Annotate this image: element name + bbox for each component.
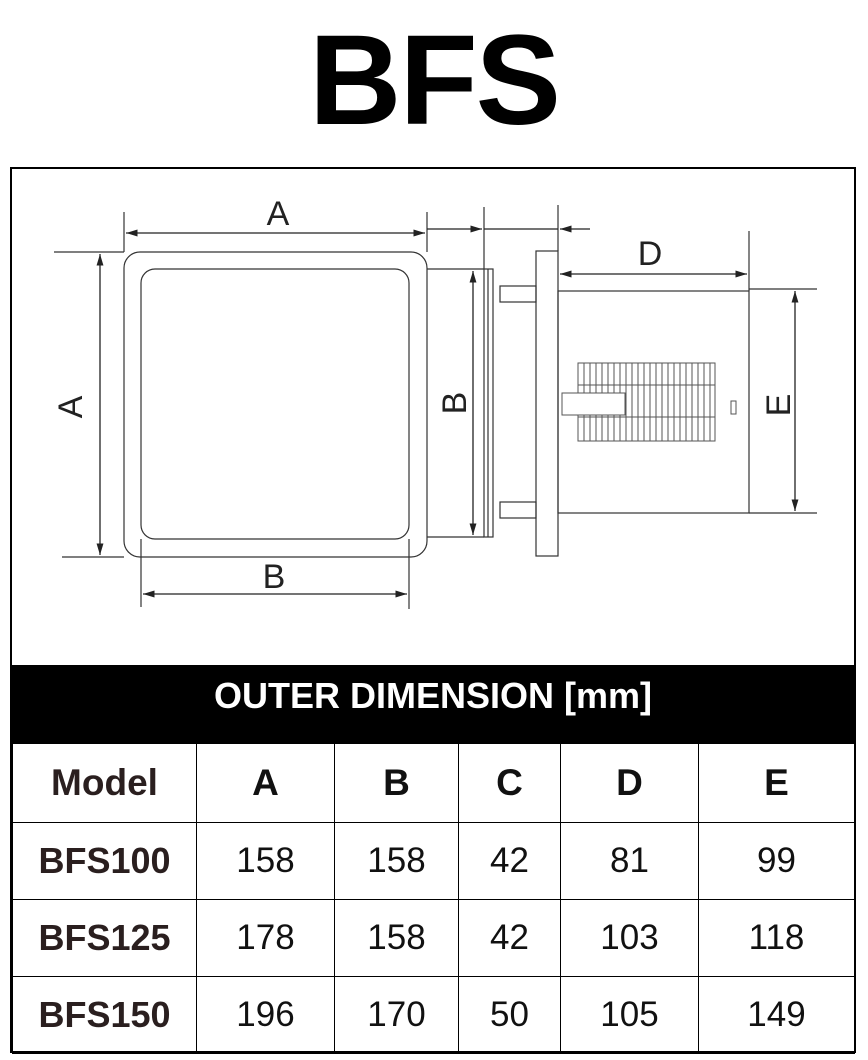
header-d: D — [560, 743, 699, 823]
cell-e: 118 — [698, 899, 855, 977]
cell-c: 42 — [458, 899, 561, 977]
cell-b: 158 — [334, 822, 459, 900]
cell-d: 105 — [560, 976, 699, 1054]
header-e: E — [698, 743, 855, 823]
drawing-svg: A D B A B E — [52, 195, 817, 609]
cell-d: 103 — [560, 899, 699, 977]
cell-d: 81 — [560, 822, 699, 900]
table-row: BFS150 196 170 50 105 149 — [12, 976, 855, 1054]
motor-cooling-fins — [561, 362, 737, 442]
label-front-height: A — [52, 395, 90, 418]
dimension-table: Model A B C D E BFS100 158 158 42 81 99 … — [12, 743, 855, 1054]
dimension-sheet: A D B A B E OUTER DIMENSION [mm] Model A… — [10, 167, 856, 1054]
cell-e: 99 — [698, 822, 855, 900]
cell-model: BFS125 — [12, 899, 197, 977]
front-outer-frame — [123, 251, 428, 558]
side-spacer-top — [499, 285, 537, 303]
side-motor-body — [557, 290, 750, 514]
cell-c: 50 — [458, 976, 561, 1054]
front-inner-panel — [140, 268, 410, 540]
header-b: B — [334, 743, 459, 823]
outer-dimension-banner: OUTER DIMENSION [mm] — [12, 665, 854, 743]
cell-c: 42 — [458, 822, 561, 900]
side-spacer-bottom — [499, 501, 537, 519]
label-inner-height: B — [436, 392, 474, 415]
cell-b: 158 — [334, 899, 459, 977]
label-body-height: E — [760, 394, 798, 417]
cell-e: 149 — [698, 976, 855, 1054]
cell-b: 170 — [334, 976, 459, 1054]
cell-a: 158 — [196, 822, 335, 900]
cell-a: 196 — [196, 976, 335, 1054]
label-front-width: A — [267, 195, 290, 233]
table-row: BFS125 178 158 42 103 118 — [12, 899, 855, 977]
page-title: BFS — [309, 9, 561, 152]
cell-model: BFS150 — [12, 976, 197, 1054]
header-a: A — [196, 743, 335, 823]
header-c: C — [458, 743, 561, 823]
table-header-row: Model A B C D E — [12, 743, 855, 823]
table-row: BFS100 158 158 42 81 99 — [12, 822, 855, 900]
technical-drawing: A D B A B E — [12, 169, 854, 665]
side-mounting-plate — [535, 250, 559, 557]
label-depth: D — [638, 235, 663, 273]
cell-a: 178 — [196, 899, 335, 977]
cell-model: BFS100 — [12, 822, 197, 900]
header-model: Model — [12, 743, 197, 823]
label-inner-width: B — [263, 558, 286, 596]
